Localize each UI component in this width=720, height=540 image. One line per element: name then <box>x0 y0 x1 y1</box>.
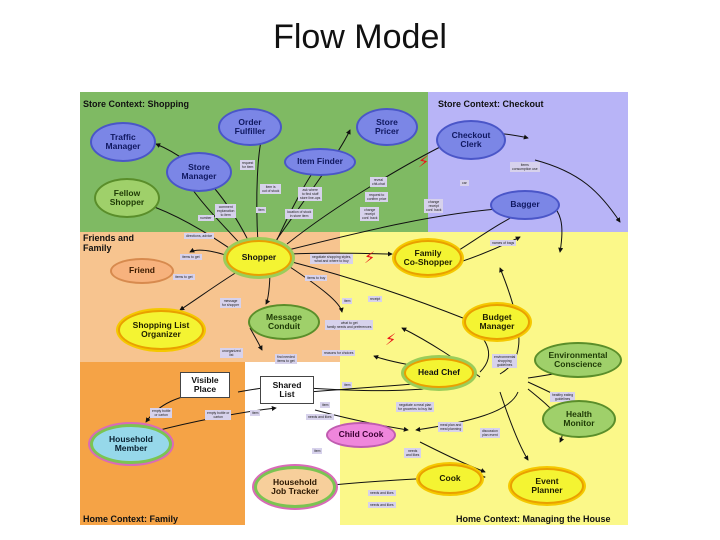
link <box>291 261 469 321</box>
node-health-monitor: Health Monitor <box>542 400 616 438</box>
context-label-shopping: Store Context: Shopping <box>83 99 189 109</box>
flow-message: negotiate a meal plan for groceries to b… <box>396 402 435 412</box>
node-child-cook: Child Cook <box>326 422 396 448</box>
link <box>287 205 513 251</box>
flow-message: item <box>320 402 331 408</box>
flow-message: item <box>342 298 353 304</box>
flow-message: item <box>312 448 323 454</box>
flow-message: directions, advice <box>184 233 215 239</box>
node-store-pricer: Store Pricer <box>356 108 418 146</box>
flow-message: item is out of stock <box>260 184 282 194</box>
flow-message: reasons for choices <box>322 350 356 356</box>
flow-message: location of stock in store item <box>285 209 314 219</box>
context-label-checkout: Store Context: Checkout <box>438 99 544 109</box>
flow-message: item <box>250 410 261 416</box>
flow-message: item <box>342 382 353 388</box>
flow-message: change receipt conf. back <box>424 199 444 213</box>
flow-message: ask where to find stuff store line-ups <box>298 187 323 201</box>
breakdown-bolt: ⚡ <box>418 152 430 171</box>
node-household-member: Household Member <box>90 424 172 464</box>
link <box>534 159 621 223</box>
flow-message: needs and likes <box>404 448 422 458</box>
link <box>459 236 521 263</box>
link <box>419 441 486 473</box>
node-order-fulfiller: Order Fulfiller <box>218 108 282 146</box>
flow-message: items to get <box>180 254 202 260</box>
link <box>499 267 520 375</box>
flow-message: environmental shopping guidelines <box>492 354 518 368</box>
flow-message: items consumption use <box>510 162 540 172</box>
flow-message: find needed items to get <box>275 354 297 364</box>
flow-message: receipt <box>368 296 383 302</box>
node-cook: Cook <box>418 464 482 494</box>
link <box>415 391 519 432</box>
flow-message: comment explanation to item <box>215 204 237 218</box>
flow-message: names of bags <box>490 240 517 246</box>
node-shopping-list-organizer: Shopping List Organizer <box>118 310 204 350</box>
node-bagger: Bagger <box>490 190 560 220</box>
flow-message: negotiate shopping styles, what and wher… <box>310 254 354 264</box>
context-label-friends: Friends and Family <box>83 233 135 253</box>
flow-message: message for shopper <box>220 298 242 308</box>
flow-message: discussion plan event <box>480 428 500 438</box>
link <box>289 251 393 257</box>
flow-message: item <box>256 207 267 213</box>
flow-message: meal plan and meal planning <box>438 422 464 432</box>
node-message-conduit: Message Conduit <box>248 304 320 340</box>
flow-message: empty bottle or carton <box>205 410 232 420</box>
node-household-job-tracker: Household Job Tracker <box>254 466 336 508</box>
context-label-family: Home Context: Family <box>83 514 179 524</box>
flow-message: healthy eating guidelines <box>550 392 576 402</box>
flow-message: items to get <box>173 274 195 280</box>
flow-model-diagram: Store Context: Shopping Store Context: C… <box>80 92 628 525</box>
node-visible-place: Visible Place <box>180 372 230 398</box>
context-label-house: Home Context: Managing the House <box>456 514 611 524</box>
flow-message: what to get family needs and preferences <box>325 320 374 330</box>
flow-message: request to confirm price <box>365 192 389 202</box>
flow-message: items to buy <box>305 275 328 281</box>
flow-message: needs and likes <box>306 414 334 420</box>
breakdown-bolt: ⚡ <box>364 248 376 267</box>
flow-message: unorganized list <box>220 348 243 358</box>
node-environmental-conscience: Environmental Conscience <box>534 342 622 378</box>
slide-title: Flow Model <box>273 18 447 56</box>
node-head-chef: Head Chef <box>404 358 474 388</box>
link <box>499 391 529 461</box>
node-item-finder: Item Finder <box>284 148 356 176</box>
node-budget-manager: Budget Manager <box>464 304 530 340</box>
flow-message: request for item <box>240 160 256 170</box>
flow-message: number <box>198 215 214 221</box>
node-family-co-shopper: Family Co-Shopper <box>394 240 462 276</box>
node-store-manager: Store Manager <box>166 152 232 192</box>
node-shared-list: Shared List <box>260 376 314 404</box>
node-checkout-clerk: Checkout Clerk <box>436 120 506 160</box>
node-traffic-manager: Traffic Manager <box>90 122 156 162</box>
flow-message: change receipt conf. back <box>360 207 380 221</box>
link <box>289 266 344 313</box>
flow-message: needs and likes <box>368 490 396 496</box>
node-event-planner: Event Planner <box>510 468 584 504</box>
flow-message: reveal chit-chat <box>370 177 387 187</box>
breakdown-bolt: ⚡ <box>385 330 397 349</box>
node-friend: Friend <box>110 258 174 284</box>
node-shopper: Shopper <box>226 240 292 276</box>
flow-message: car <box>460 180 469 186</box>
node-fellow-shopper: Fellow Shopper <box>94 178 160 218</box>
flow-message: needs and likes <box>368 502 396 508</box>
flow-message: empty bottle or carton <box>150 408 173 418</box>
